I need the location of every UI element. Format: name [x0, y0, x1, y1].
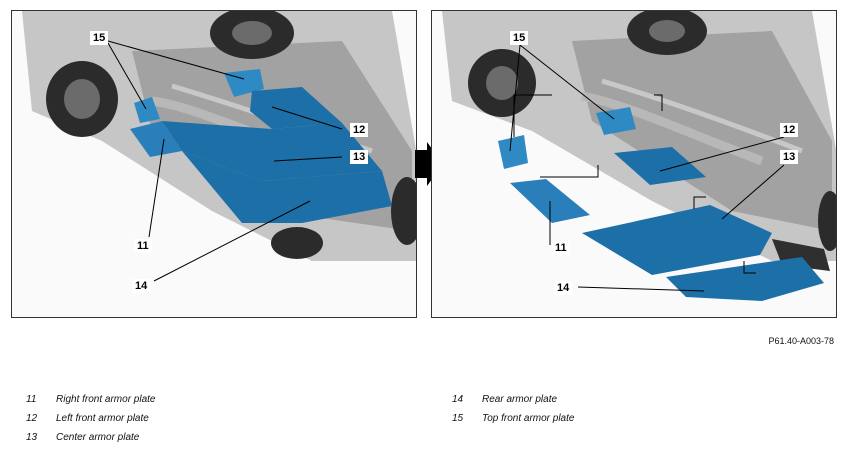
callout-13: 13	[350, 150, 369, 164]
underbody-assembled-drawing	[22, 11, 416, 282]
underbody-exploded-view: 15 12 13 11 14	[431, 10, 837, 318]
callout-14: 14	[132, 279, 151, 293]
legend-item: 11 Right front armor plate	[26, 394, 156, 413]
plate-12-left-front	[250, 87, 342, 129]
callout-13: 13	[780, 150, 799, 164]
callout-11: 11	[134, 239, 152, 253]
plate-13-center	[582, 205, 772, 275]
callout-12: 12	[780, 123, 799, 137]
legend-left: 11 Right front armor plate 12 Left front a…	[26, 394, 156, 451]
underbody-exploded-drawing	[442, 11, 836, 301]
plate-15-side	[498, 135, 528, 169]
plate-15-top-front	[596, 107, 636, 135]
callout-11: 11	[552, 241, 570, 255]
plate-11-right-front	[130, 121, 182, 157]
legend-number: 11	[26, 394, 37, 405]
front-right-rim	[649, 20, 685, 42]
legend-number: 12	[26, 413, 38, 424]
legend-label: Left front armor plate	[56, 413, 149, 424]
legend-label: Rear armor plate	[482, 394, 558, 405]
plate-12-left-front	[614, 147, 706, 185]
front-left-rim	[486, 66, 518, 100]
callout-14: 14	[554, 281, 573, 295]
underbody-assembled-view: 15 12 13 11 14	[11, 10, 417, 318]
legend-label: Right front armor plate	[56, 394, 156, 405]
plate-14-rear	[182, 151, 392, 223]
rear-lower-tire	[271, 227, 323, 259]
driveline	[601, 78, 803, 154]
legend-right: 14 Rear armor plate 15 Top front armor pla…	[452, 394, 574, 432]
figure-id: P61.40-A003-78	[768, 336, 834, 346]
front-right-rim	[232, 21, 272, 45]
rear-tire	[818, 191, 836, 251]
plate-14-rear	[666, 257, 824, 301]
legend-item: 12 Left front armor plate	[26, 413, 156, 432]
legend-item: 15 Top front armor plate	[452, 413, 574, 432]
callout-15: 15	[510, 31, 529, 45]
legend-item: 13 Center armor plate	[26, 432, 156, 451]
legend-number: 15	[452, 413, 464, 424]
front-left-rim	[64, 79, 100, 119]
leader-lines-right	[509, 44, 785, 292]
plate-15-side	[134, 97, 160, 123]
legend-label: Top front armor plate	[482, 413, 575, 424]
legend-number: 13	[26, 432, 38, 443]
transition-arrow-icon	[415, 142, 443, 186]
rear-tire	[391, 177, 416, 245]
legend-number: 14	[452, 394, 464, 405]
vehicle-floor-pan	[572, 31, 832, 231]
callout-12: 12	[350, 123, 369, 137]
plate-13-center	[162, 121, 382, 181]
legend-item: 14 Rear armor plate	[452, 394, 574, 413]
callout-15: 15	[90, 31, 109, 45]
leader-lines-left	[107, 40, 343, 282]
legend-label: Center armor plate	[56, 432, 140, 443]
